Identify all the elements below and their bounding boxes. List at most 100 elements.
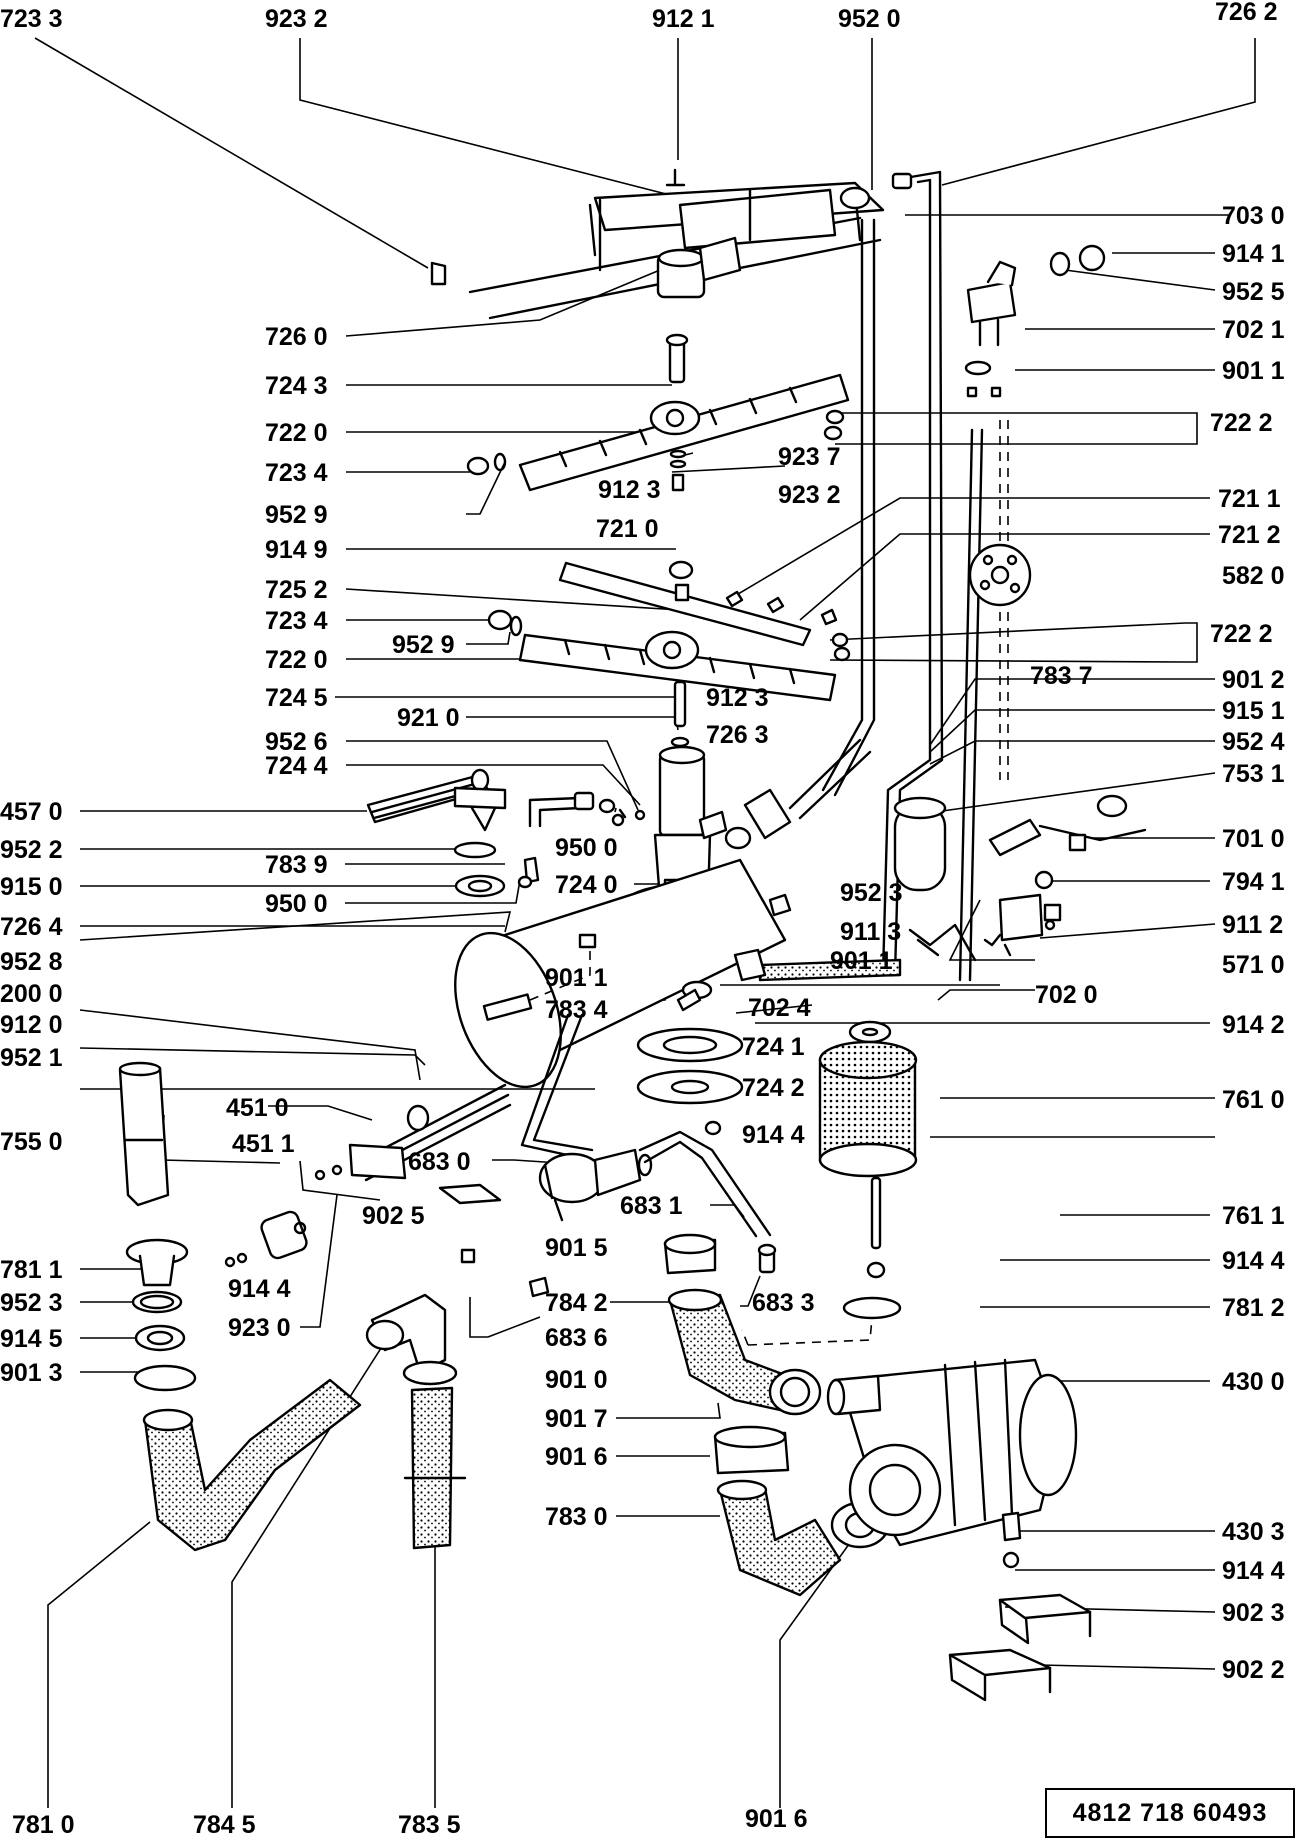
callout-7245: 724 5 [265, 684, 328, 712]
callout-5820: 582 0 [1222, 562, 1285, 590]
callout-6830: 683 0 [408, 1148, 471, 1176]
callout-7021: 702 1 [1222, 316, 1285, 344]
callout-9526: 952 6 [265, 728, 328, 756]
callout-9230: 923 0 [228, 1314, 291, 1342]
callout-7839: 783 9 [265, 851, 328, 879]
callout-4303: 430 3 [1222, 1518, 1285, 1546]
callout-9025: 902 5 [362, 1202, 425, 1230]
callout-7010: 701 0 [1222, 825, 1285, 853]
callout-9525: 952 5 [1222, 278, 1285, 306]
callout-4300: 430 0 [1222, 1368, 1285, 1396]
callout-9016: 901 6 [745, 1805, 808, 1833]
tank-200-0 [454, 858, 787, 1089]
callout-9149: 914 9 [265, 536, 328, 564]
callout-6831: 683 1 [620, 1192, 683, 1220]
callout-9123: 912 3 [706, 684, 769, 712]
callout-7222: 722 2 [1210, 409, 1273, 437]
parts-illustrations [118, 168, 1147, 1702]
callout-7233: 723 3 [0, 5, 63, 33]
callout-9121: 912 1 [652, 5, 715, 33]
callout-6833: 683 3 [752, 1289, 815, 1317]
callout-7263: 726 3 [706, 721, 769, 749]
callout-9522: 952 2 [0, 836, 63, 864]
callout-9011: 901 1 [1222, 357, 1285, 385]
callout-9145: 914 5 [0, 1325, 63, 1353]
callout-7264: 726 4 [0, 913, 63, 941]
callout-9528: 952 8 [0, 948, 63, 976]
callout-5710: 571 0 [1222, 951, 1285, 979]
callout-9010: 901 0 [545, 1366, 608, 1394]
callout-7845: 784 5 [193, 1811, 256, 1839]
callout-9012: 901 2 [1222, 666, 1285, 694]
leader-lines [34, 37, 1256, 1808]
callout-9123: 912 3 [598, 476, 661, 504]
callout-7835: 783 5 [398, 1811, 461, 1839]
callout-9015: 901 5 [545, 1234, 608, 1262]
callout-9524: 952 4 [1222, 728, 1285, 756]
filter-761-0 [818, 1040, 918, 1178]
callout-7252: 725 2 [265, 576, 328, 604]
callout-9144: 914 4 [742, 1121, 805, 1149]
callout-7210: 721 0 [596, 515, 659, 543]
callout-7810: 781 0 [12, 1811, 75, 1839]
callout-9023: 902 3 [1222, 1599, 1285, 1627]
callout-7241: 724 1 [742, 1033, 805, 1061]
callout-9150: 915 0 [0, 873, 63, 901]
callout-7830: 783 0 [545, 1503, 608, 1531]
callout-2000: 200 0 [0, 980, 63, 1008]
callout-7834: 783 4 [545, 996, 608, 1024]
spray-arm-lower [518, 561, 837, 702]
callout-7024: 702 4 [748, 994, 811, 1022]
callout-7941: 794 1 [1222, 868, 1285, 896]
callout-9520: 952 0 [838, 5, 901, 33]
callout-7262: 726 2 [1215, 0, 1278, 26]
callout-9232: 923 2 [265, 5, 328, 33]
callout-7837: 783 7 [1030, 662, 1093, 690]
callout-9529: 952 9 [392, 631, 455, 659]
callout-7812: 781 2 [1222, 1294, 1285, 1322]
drain-pump-430-0 [826, 1358, 1078, 1547]
pump-683-0 [538, 1148, 653, 1222]
callout-7811: 781 1 [0, 1256, 63, 1284]
callout-9500: 950 0 [555, 834, 618, 862]
callout-9017: 901 7 [545, 1405, 608, 1433]
callout-7030: 703 0 [1222, 202, 1285, 230]
spray-arm-upper [518, 373, 850, 492]
callout-9011: 901 1 [830, 947, 893, 975]
callout-9016: 901 6 [545, 1443, 608, 1471]
callout-7242: 724 2 [742, 1074, 805, 1102]
callout-9529: 952 9 [265, 501, 328, 529]
callout-9144: 914 4 [1222, 1247, 1285, 1275]
callout-7212: 721 2 [1218, 521, 1281, 549]
callout-7211: 721 1 [1218, 485, 1281, 513]
callout-6836: 683 6 [545, 1324, 608, 1352]
callout-9521: 952 1 [0, 1044, 63, 1072]
callout-4511: 451 1 [232, 1130, 295, 1158]
callout-9142: 914 2 [1222, 1011, 1285, 1039]
callout-7020: 702 0 [1035, 981, 1098, 1009]
callout-7234: 723 4 [265, 607, 328, 635]
callout-7243: 724 3 [265, 372, 328, 400]
callout-7220: 722 0 [265, 419, 328, 447]
document-number: 4812 718 60493 [1045, 1788, 1295, 1838]
callout-7240: 724 0 [555, 871, 618, 899]
callout-9022: 902 2 [1222, 1656, 1285, 1684]
callout-7234: 723 4 [265, 459, 328, 487]
callout-9141: 914 1 [1222, 240, 1285, 268]
callout-7220: 722 0 [265, 646, 328, 674]
callout-7531: 753 1 [1222, 760, 1285, 788]
callout-9523: 952 3 [840, 879, 903, 907]
callout-9500: 950 0 [265, 890, 328, 918]
callout-9232: 923 2 [778, 481, 841, 509]
callout-9144: 914 4 [228, 1275, 291, 1303]
callout-9120: 912 0 [0, 1011, 63, 1039]
callout-7222: 722 2 [1210, 620, 1273, 648]
callout-9112: 911 2 [1222, 911, 1283, 939]
callout-7550: 755 0 [0, 1128, 63, 1156]
callout-9113: 911 3 [840, 918, 901, 946]
callout-9144: 914 4 [1222, 1557, 1285, 1585]
callout-9237: 923 7 [778, 443, 841, 471]
callout-9210: 921 0 [397, 704, 460, 732]
